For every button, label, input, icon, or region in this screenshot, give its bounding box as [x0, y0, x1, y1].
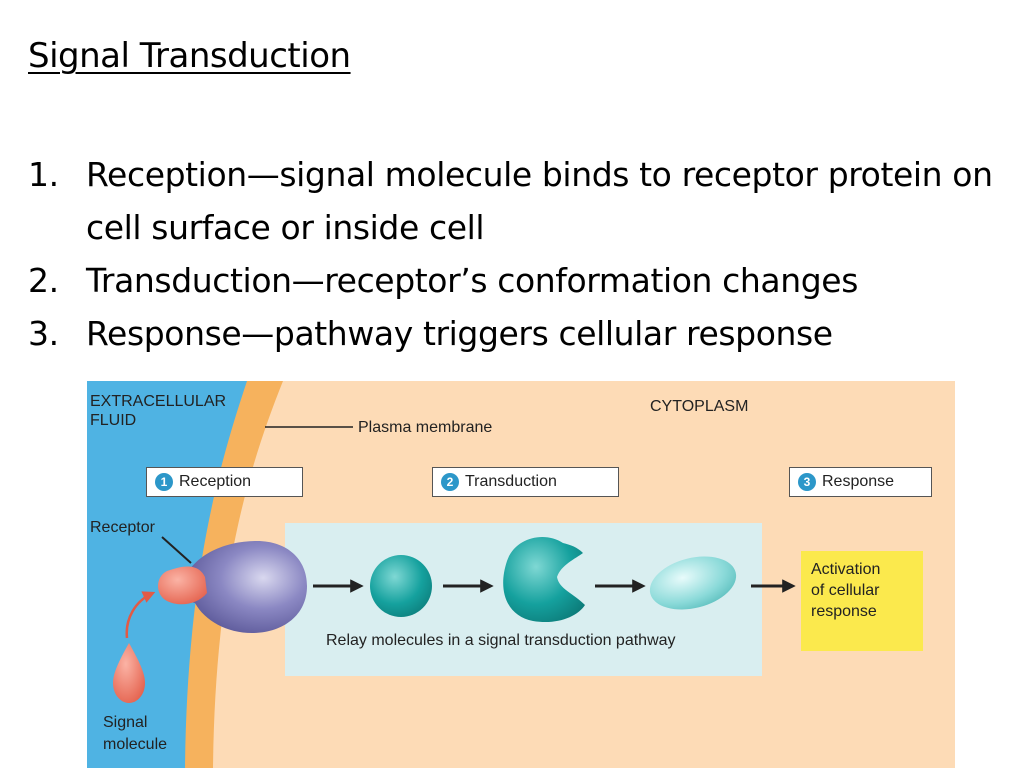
cytoplasm-label: CYTOPLASM [650, 398, 749, 415]
step-number: 1. [28, 155, 59, 194]
stage-box-reception: 1 Reception [146, 467, 303, 497]
signal-molecule-label: Signal molecule [103, 714, 168, 753]
stage-box-transduction: 2 Transduction [432, 467, 619, 497]
stage-badge-3: 3 [798, 473, 816, 491]
receptor-protein [181, 541, 307, 633]
step-text: Transduction—receptor’s conformation cha… [86, 261, 858, 300]
stage-label: Response [822, 473, 895, 490]
step-item-reception: 1. Reception—signal molecule binds to re… [28, 148, 1008, 254]
receptor-label: Receptor [90, 519, 155, 536]
step-list: 1. Reception—signal molecule binds to re… [28, 148, 1008, 360]
step-number: 3. [28, 314, 59, 353]
step-item-transduction: 2. Transduction—receptor’s conformation … [28, 254, 1008, 307]
bound-signal-molecule [158, 566, 207, 605]
relay-caption: Relay molecules in a signal transduction… [326, 632, 676, 649]
relay-molecule-sphere [370, 555, 432, 617]
slide-title: Signal Transduction [28, 36, 351, 76]
stage-box-response: 3 Response [789, 467, 932, 497]
relay-molecule-notched [503, 537, 585, 623]
relay-molecule-ellipse [649, 556, 737, 610]
stage-label: Reception [179, 473, 252, 490]
extracellular-fluid-label: EXTRACELLULAR FLUID [90, 393, 227, 429]
step-item-response: 3. Response—pathway triggers cellular re… [28, 307, 1008, 360]
step-text: Reception—signal molecule binds to recep… [86, 155, 993, 247]
signal-transduction-diagram: EXTRACELLULAR FLUID CYTOPLASM Plasma mem… [87, 381, 955, 768]
step-text: Response—pathway triggers cellular respo… [86, 314, 833, 353]
plasma-membrane-label: Plasma membrane [358, 419, 493, 436]
receptor-pointer-line [161, 536, 192, 564]
step-number: 2. [28, 261, 59, 300]
stage-badge-1: 1 [155, 473, 173, 491]
stage-label: Transduction [465, 473, 557, 490]
free-signal-molecule [113, 643, 145, 703]
stage-badge-2: 2 [441, 473, 459, 491]
binding-arrow [125, 591, 156, 639]
cellular-response-box: Activation of cellular response [801, 551, 923, 651]
